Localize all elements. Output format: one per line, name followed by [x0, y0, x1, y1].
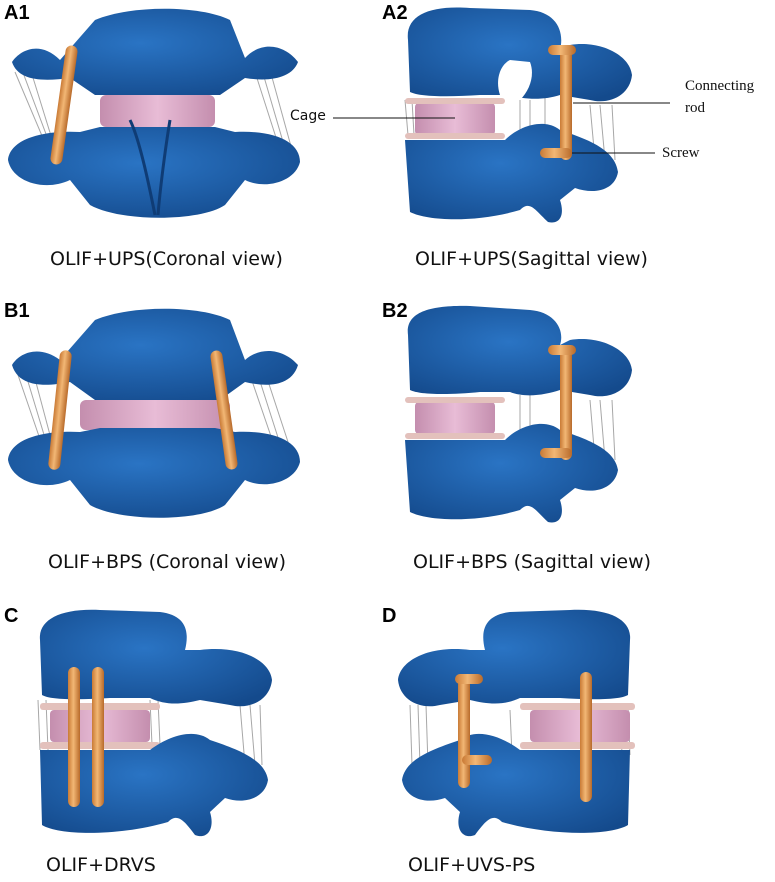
panel-c-model	[37, 609, 273, 837]
cage	[415, 103, 495, 135]
cage-annotation: Cage	[290, 108, 326, 124]
connecting-rod-right	[210, 350, 238, 470]
endplate	[405, 433, 505, 439]
panel-a2-model	[333, 7, 670, 223]
panel-label-b2: B2	[382, 300, 408, 322]
endplate	[520, 742, 635, 749]
panel-label-b1: B1	[4, 300, 30, 322]
screw	[462, 755, 492, 765]
connecting-rod-annotation-2: rod	[685, 100, 705, 116]
panel-label-a1: A1	[4, 2, 30, 24]
connecting-rod	[458, 678, 470, 788]
connecting-rod-annotation-1: Connecting	[685, 78, 755, 94]
upper-vertebra	[12, 308, 298, 400]
endplate	[405, 397, 505, 403]
panel-d-model	[398, 609, 635, 837]
connecting-rod-left	[48, 350, 72, 470]
caption-c: OLIF+DRVS	[46, 854, 156, 876]
screw-head	[455, 674, 483, 684]
endplate	[520, 703, 635, 710]
cage	[80, 400, 230, 430]
lower-vertebra	[8, 127, 300, 218]
connecting-rod-left	[68, 667, 80, 807]
panel-a1-model	[8, 8, 300, 218]
panel-b1-model	[8, 308, 300, 518]
screw	[540, 148, 572, 158]
panel-label-d: D	[382, 605, 397, 627]
upper-vertebra	[407, 305, 632, 397]
cage	[100, 95, 215, 127]
caption-d: OLIF+UVS-PS	[408, 854, 536, 876]
connecting-rod-right	[92, 667, 104, 807]
connecting-rod	[560, 45, 572, 160]
upper-vertebra	[398, 609, 631, 707]
vertebral-screw-rod	[580, 672, 592, 802]
panel-b2-model	[405, 305, 632, 523]
screw	[540, 448, 572, 458]
panel-label-c: C	[4, 605, 19, 627]
connecting-rod	[50, 45, 78, 165]
upper-vertebra	[12, 8, 298, 95]
caption-a1: OLIF+UPS(Coronal view)	[50, 248, 283, 270]
endplate	[405, 133, 505, 139]
connecting-rod	[560, 345, 572, 460]
screw-head	[548, 45, 576, 55]
screw-annotation: Screw	[662, 145, 700, 161]
upper-vertebra	[407, 7, 632, 102]
caption-b2: OLIF+BPS (Sagittal view)	[413, 551, 652, 573]
caption-a2: OLIF+UPS(Sagittal view)	[415, 248, 648, 270]
lower-vertebra	[402, 733, 630, 837]
screw-head	[548, 345, 576, 355]
cage	[415, 402, 495, 434]
endplate	[405, 98, 505, 104]
panel-label-a2: A2	[382, 2, 408, 24]
caption-b1: OLIF+BPS (Coronal view)	[48, 551, 287, 573]
